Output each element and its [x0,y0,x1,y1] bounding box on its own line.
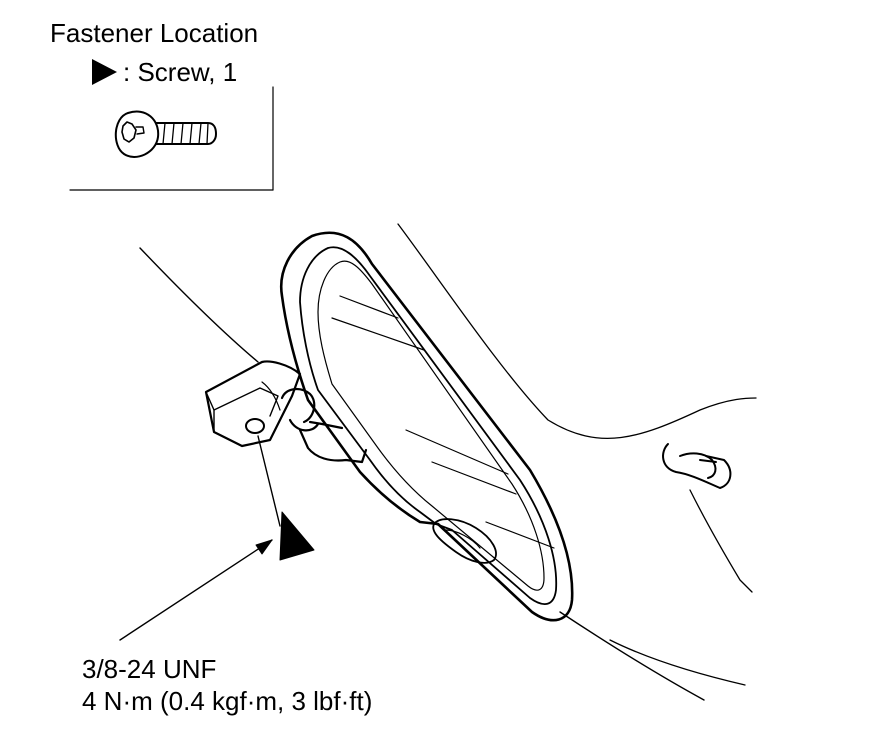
mirror-stem [280,388,368,464]
headliner-outline [397,223,757,686]
windshield-edge [139,247,705,701]
callout-leader [119,435,281,641]
screw-icon [114,110,217,158]
screw-location-marker-icon [279,511,315,561]
torque-spec-label: 4 N·m (0.4 kgf·m, 3 lbf·ft) [82,686,373,716]
thread-spec-label: 3/8-24 UNF [82,654,217,684]
legend-screw: : Screw, 1 [92,57,237,87]
fastener-location-title: Fastener Location [50,18,259,48]
mirror-mount-base [204,360,302,448]
rearview-mirror [279,231,574,622]
legend-frame [69,86,274,191]
legend-screw-label: : Screw, 1 [123,57,238,87]
triangle-pointer-icon [92,59,117,85]
headliner-clip [662,443,732,489]
